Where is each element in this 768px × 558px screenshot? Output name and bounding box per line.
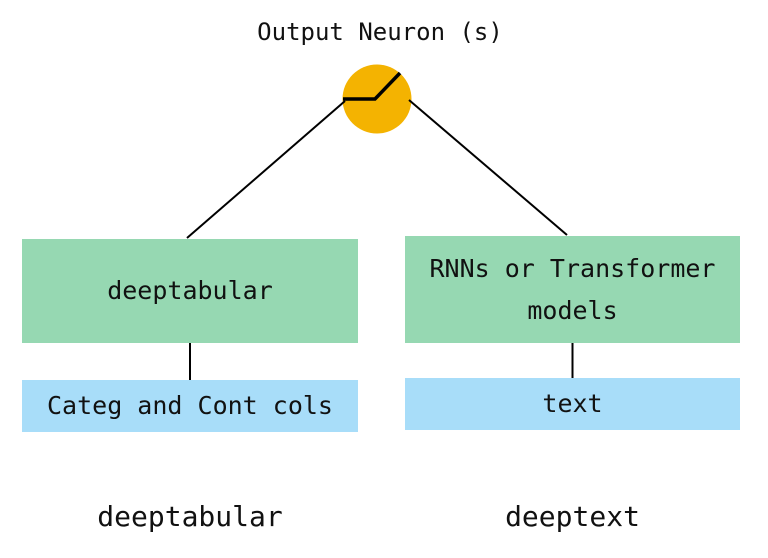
deeptext-model-box: RNNs or Transformer models	[405, 236, 740, 343]
deeptabular-input-label: Categ and Cont cols	[47, 391, 333, 421]
deeptext-input-box: text	[405, 378, 740, 430]
connector-left-diagonal	[186, 100, 346, 239]
deeptabular-input-box: Categ and Cont cols	[22, 380, 358, 432]
relu-activation-icon	[343, 71, 402, 101]
deeptext-input-label: text	[542, 389, 603, 419]
connector-right-diagonal	[408, 99, 568, 236]
deeptext-model-label: RNNs or Transformer models	[429, 254, 716, 325]
diagram-title: Output Neuron (s)	[257, 18, 503, 46]
deeptext-component-label: deeptext	[505, 500, 640, 533]
deeptabular-model-label: deeptabular	[107, 276, 273, 306]
deeptabular-model-box: deeptabular	[22, 239, 358, 343]
deeptabular-component-label: deeptabular	[97, 500, 283, 533]
